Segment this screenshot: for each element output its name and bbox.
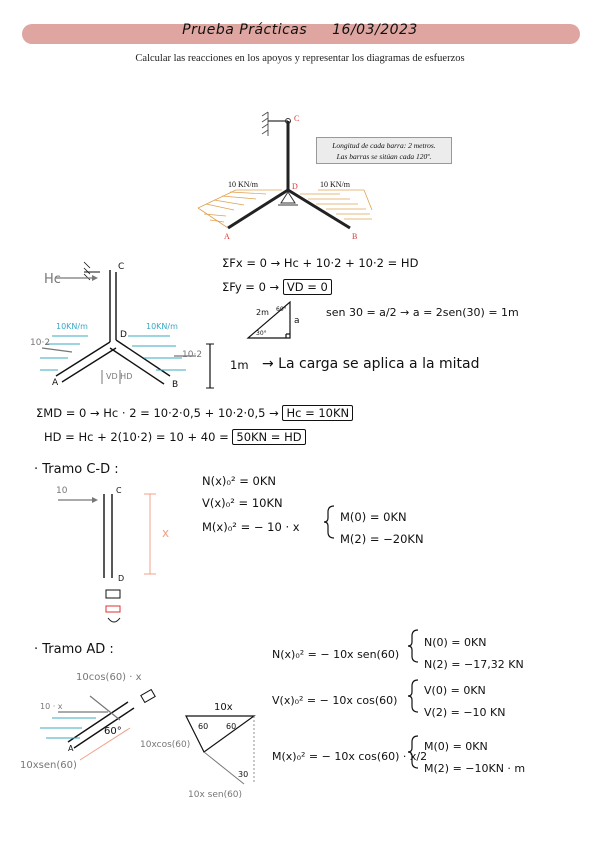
tramo-ad-v: V(x)₀² = − 10x cos(60) [272, 694, 398, 707]
sketch-a: A [52, 378, 59, 388]
subtitle: Calcular las reacciones en los apoyos y … [135, 53, 465, 64]
tramo-cd-d: D [118, 574, 125, 583]
tri-30: 30° [256, 330, 267, 337]
sketch-load-left: 10KN/m [56, 322, 88, 331]
load-right-label: 10 KN/m [320, 180, 350, 189]
sketch-tramo-cd [58, 493, 156, 623]
tramo-cd-m: M(x)₀² = − 10 · x [202, 520, 300, 534]
eq-1m: 1m [230, 358, 249, 372]
tramo-ad-force: 10 · x [40, 702, 63, 711]
eq-sum-md-prefix: ΣMD = 0 → Hc · 2 = 10·2·0,5 + 10·2·0,5 → [36, 406, 279, 420]
eq-carga: → La carga se aplica a la mitad [262, 356, 480, 372]
tramo-cd-n: N(x)₀² = 0KN [202, 474, 277, 488]
printed-structure [197, 111, 373, 230]
sketch-d: D [120, 330, 127, 340]
tramo-ad-v2: V(2) = −10 KN [424, 706, 506, 719]
eq-hd-result: 50KN = HD [232, 429, 306, 445]
load-left-label: 10 KN/m [228, 180, 258, 189]
tramo-ad-heading: · Tramo AD : [34, 642, 114, 657]
eq-sum-md: ΣMD = 0 → Hc · 2 = 10·2·0,5 + 10·2·0,5 →… [36, 405, 354, 421]
tramo-cd-heading: · Tramo C-D : [34, 462, 119, 477]
tri2-sen: 10x sen(60) [188, 790, 243, 800]
tramo-cd-v: V(x)₀² = 10KN [202, 496, 283, 510]
title-highlight [22, 24, 580, 44]
node-b: B [352, 232, 358, 241]
figure-note: Longitud de cada barra: 2 metros. Las ba… [316, 137, 452, 164]
braces [323, 505, 419, 769]
tri-2m: 2m [256, 308, 269, 317]
sketch-c: C [118, 262, 125, 272]
tri2-cos: 10xcos(60) [140, 740, 191, 750]
tramo-ad-n0: N(0) = 0KN [424, 636, 487, 649]
tramo-cd-x: x [162, 526, 170, 540]
sketch-force-left: 10·2 [30, 338, 51, 348]
title-date: 16/03/2023 [332, 22, 418, 38]
tramo-ad-m2: M(2) = −10KN · m [424, 762, 526, 775]
eq-hd-prefix: HD = Hc + 2(10·2) = 10 + 40 = [44, 430, 229, 444]
sketch-b: B [172, 380, 179, 390]
eq-sum-fy: ΣFy = 0 → VD = 0 [222, 279, 332, 295]
eq-sum-fx: ΣFx = 0 → Hc + 10·2 + 10·2 = HD [222, 256, 419, 270]
page-title: Prueba Prácticas 16/03/2023 [0, 22, 600, 38]
sketch-force-right: 10·2 [182, 350, 203, 360]
tramo-ad-m: M(x)₀² = − 10x cos(60) · x/2 [272, 750, 428, 763]
tramo-cd-force: 10 [56, 486, 68, 496]
tramo-ad-n: N(x)₀² = − 10x sen(60) [272, 648, 400, 661]
sketch-tramo-ad [40, 688, 256, 785]
sketch-free-body [40, 261, 214, 389]
eq-sum-fy-prefix: ΣFy = 0 → [222, 280, 280, 294]
tri2-60b: 60 [226, 722, 237, 731]
tramo-ad-n2: N(2) = −17,32 KN [424, 658, 524, 671]
eq-hd: HD = Hc + 2(10·2) = 10 + 40 = 50KN = HD [44, 429, 306, 445]
note-line-1: Longitud de cada barra: 2 metros. [332, 141, 436, 150]
tramo-cd-m2: M(2) = −20KN [340, 532, 424, 546]
tri2-top: 10x [214, 702, 233, 713]
node-a: A [224, 232, 230, 241]
hc-label: Hc [44, 272, 61, 287]
note-line-2: Las barras se sitúan cada 120º. [336, 152, 432, 161]
node-c: C [294, 114, 300, 123]
triangle-sketch-1 [246, 300, 291, 339]
tramo-ad-sen-label: 10xsen(60) [20, 760, 77, 771]
tramo-ad-m0: M(0) = 0KN [424, 740, 488, 753]
tramo-ad-a: A [68, 744, 74, 753]
eq-sum-fy-result: VD = 0 [282, 279, 332, 295]
tramo-cd-c: C [116, 486, 122, 495]
tramo-ad-cos-label: 10cos(60) · x [76, 672, 142, 683]
sketch-load-right: 10KN/m [146, 322, 178, 331]
eq-sen: sen 30 = a/2 → a = 2sen(30) = 1m [326, 306, 519, 319]
tri2-60a: 60 [198, 722, 209, 731]
tramo-cd-m0: M(0) = 0KN [340, 510, 407, 524]
tri-60: 60° [276, 306, 287, 313]
tramo-ad-angle: 60° [104, 726, 122, 737]
tri2-30: 30 [238, 770, 249, 779]
tri-a: a [294, 316, 300, 326]
sketch-vd-hd: VD HD [106, 372, 133, 381]
title-text: Prueba Prácticas [182, 22, 308, 38]
tramo-ad-v0: V(0) = 0KN [424, 684, 486, 697]
node-d: D [292, 182, 298, 191]
eq-sum-md-result: Hc = 10KN [282, 405, 354, 421]
